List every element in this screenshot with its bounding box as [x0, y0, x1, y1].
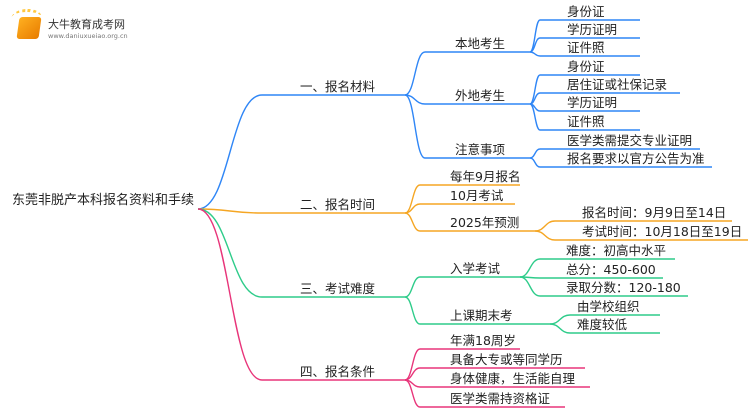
node-b2-forecast-items-1[interactable]: 考试时间：10月18日至19日: [582, 224, 743, 239]
node-b4-items-0[interactable]: 年满18周岁: [450, 333, 516, 348]
connector-line: [404, 203, 515, 214]
node-b1-nonlocal-items-3[interactable]: 证件照: [567, 114, 605, 129]
node-b1-local-label[interactable]: 本地考生: [455, 36, 506, 51]
node-b1-nonlocal-label[interactable]: 外地考生: [455, 88, 506, 103]
node-b2-items-0[interactable]: 每年9月报名: [450, 169, 521, 184]
node-b3-entrance-items-2[interactable]: 录取分数：120-180: [566, 280, 681, 295]
node-b4-items-3[interactable]: 医学类需持资格证: [450, 391, 551, 406]
node-b2-items-1[interactable]: 10月考试: [450, 188, 504, 203]
node-b3-final-items-0[interactable]: 由学校组织: [577, 299, 640, 314]
node-b1-local-items-0[interactable]: 身份证: [567, 4, 605, 19]
connector-line: [529, 157, 712, 168]
connector-line: [519, 276, 688, 297]
node-b3-entrance-items-0[interactable]: 难度：初高中水平: [566, 243, 667, 258]
node-b3-label[interactable]: 三、考试难度: [300, 281, 376, 296]
connector-line: [404, 276, 520, 298]
node-b3-final-items-1[interactable]: 难度较低: [577, 317, 628, 332]
root-node[interactable]: 东莞非脱产本科报名资料和手续: [12, 193, 195, 208]
logo-name: 大牛教育成考网: [48, 18, 125, 31]
connector-line: [519, 276, 663, 279]
connector-line: [549, 323, 660, 334]
node-b4-items-1[interactable]: 具备大专或等同学历: [450, 352, 563, 367]
node-b4-label[interactable]: 四、报名条件: [300, 364, 376, 379]
node-b1-local-items-1[interactable]: 学历证明: [567, 22, 618, 37]
connector-line: [404, 379, 565, 408]
node-b1-notes-items-1[interactable]: 报名要求以官方公告为准: [567, 151, 705, 166]
connector-line: [534, 230, 748, 241]
node-b3-entrance-label[interactable]: 入学考试: [450, 261, 501, 276]
node-b1-label[interactable]: 一、报名材料: [300, 79, 376, 94]
node-b1-notes-items-0[interactable]: 医学类需提交专业证明: [567, 133, 693, 148]
connector-line: [404, 296, 550, 325]
connector-line: [529, 103, 640, 131]
node-b1-nonlocal-items-2[interactable]: 学历证明: [567, 95, 618, 110]
connector-line: [404, 212, 535, 232]
connector-line: [404, 94, 530, 159]
logo: 大牛教育成考网 www.daniuxueiao.org.cn: [16, 16, 128, 40]
connector-line: [404, 94, 530, 105]
connector-line: [197, 94, 405, 210]
node-b2-forecast-items-0[interactable]: 报名时间：9月9日至14日: [582, 205, 727, 220]
connector-line: [404, 51, 530, 96]
node-b2-forecast-label[interactable]: 2025年预测: [450, 215, 520, 230]
connector-line: [529, 51, 640, 57]
node-b4-items-2[interactable]: 身体健康，生活能自理: [450, 371, 576, 386]
connector-line: [197, 208, 405, 381]
node-b1-nonlocal-items-1[interactable]: 居住证或社保记录: [567, 77, 668, 92]
node-b3-entrance-items-1[interactable]: 总分：450-600: [566, 262, 656, 277]
node-b2-label[interactable]: 二、报名时间: [300, 197, 376, 212]
logo-url: www.daniuxueiao.org.cn: [48, 32, 128, 40]
connector-line: [197, 208, 405, 214]
node-b3-final-label[interactable]: 上课期末考: [450, 308, 513, 323]
node-b1-notes-label[interactable]: 注意事项: [455, 142, 506, 157]
node-b1-local-items-2[interactable]: 证件照: [567, 40, 605, 55]
node-b1-nonlocal-items-0[interactable]: 身份证: [567, 59, 605, 74]
connector-line: [197, 208, 405, 298]
